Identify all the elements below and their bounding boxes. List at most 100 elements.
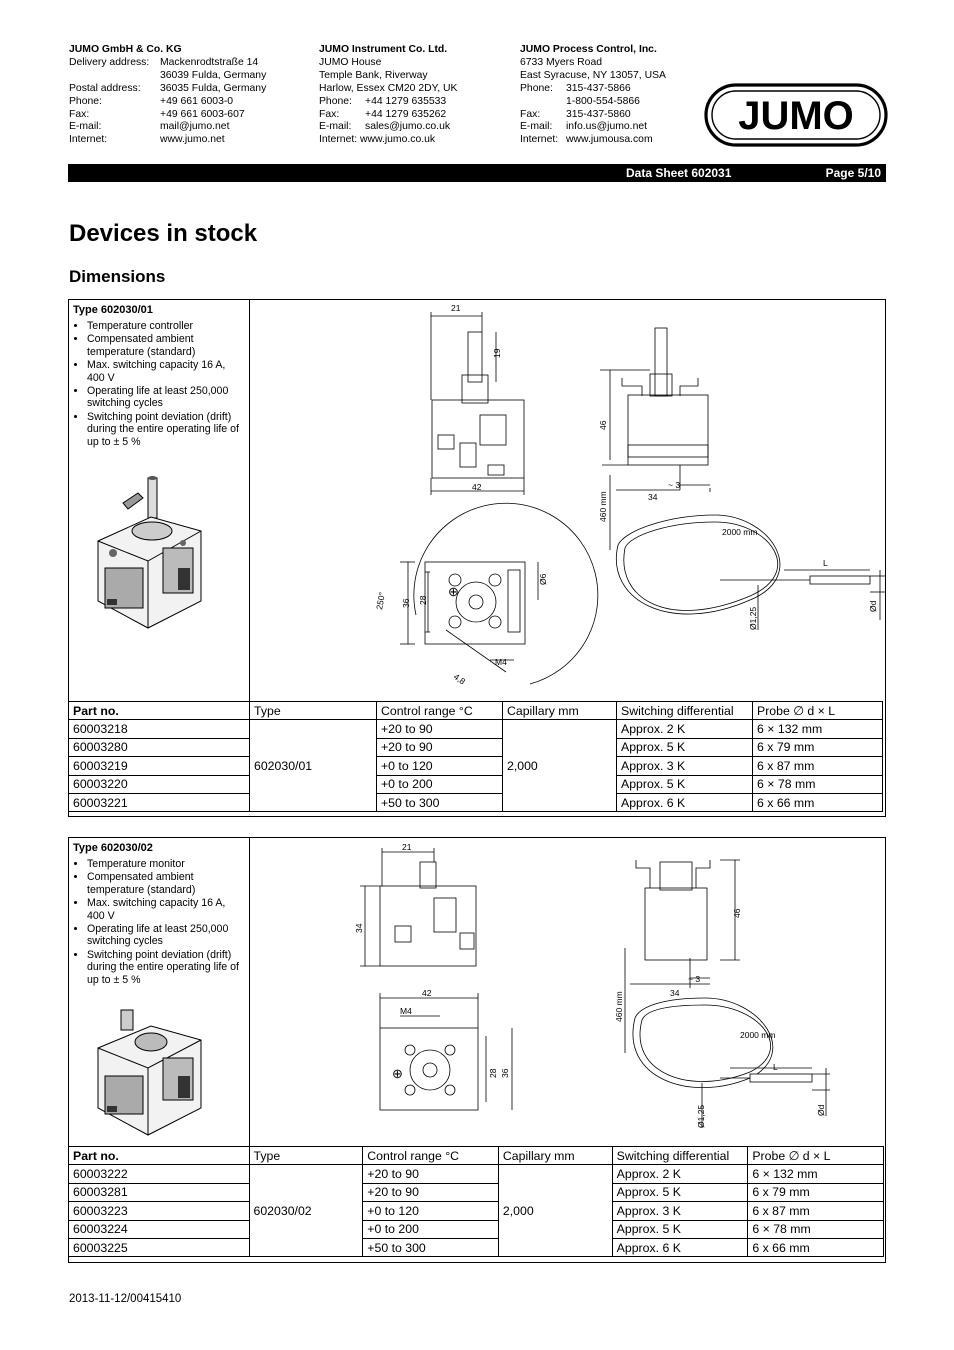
column-header: Part no. <box>68 700 250 721</box>
address-jumo-germany: JUMO GmbH & Co. KG Delivery address: Mack… <box>69 44 266 147</box>
addr-value: +44 1279 635533 <box>365 95 447 107</box>
switching-diff: Approx. 5 K <box>611 1182 749 1203</box>
housing-top <box>424 561 526 645</box>
addr-value: Mackenrodtstraße 14 <box>160 56 259 68</box>
parts-table: Part no. Type Control range °C Capillary… <box>68 700 883 813</box>
dim-28: 28 <box>488 1068 498 1078</box>
probe: 6 x 66 mm <box>752 792 883 813</box>
column-header: Switching differential <box>616 700 753 721</box>
dim-28: 28 <box>418 595 428 605</box>
switching-diff: Approx. 5 K <box>616 737 753 758</box>
dim-L: L <box>773 1062 778 1072</box>
dim-46: 46 <box>732 908 742 918</box>
dim-3: ~ 3 <box>688 974 700 984</box>
part-number: 60003218 <box>68 719 250 739</box>
housing-side <box>627 394 709 458</box>
shaft <box>467 331 483 383</box>
column-header: Switching differential <box>611 1145 749 1166</box>
probe: 6 x 87 mm <box>752 756 883 776</box>
control-range: +0 to 120 <box>376 756 503 776</box>
addr-value: 315-437-5860 <box>566 108 631 120</box>
company-name: JUMO Instrument Co. Ltd. <box>319 44 448 55</box>
switching-diff: Approx. 2 K <box>616 719 753 739</box>
logo-text: JUMO <box>738 94 854 138</box>
document-footer: 2013-11-12/00415410 <box>69 1293 182 1305</box>
control-range: +20 to 90 <box>376 737 503 758</box>
table-row: 60003223 +0 to 120 Approx. 3 K 6 x 87 mm <box>68 1201 884 1221</box>
control-range: +0 to 120 <box>362 1201 499 1221</box>
part-number: 60003220 <box>68 774 250 794</box>
dim-42: 42 <box>422 988 432 998</box>
table-row: 60003225 +50 to 300 Approx. 6 K 6 x 66 m… <box>68 1237 884 1258</box>
housing-front <box>379 885 477 967</box>
addr-value: +49 661 6003-607 <box>160 108 245 120</box>
column-header: Capillary mm <box>502 700 617 721</box>
feature-item: Max. switching capacity 16 A, 400 V <box>87 897 249 922</box>
addr-value: 315-437-5866 <box>566 82 631 94</box>
capillary-coil <box>632 997 773 1089</box>
addr-line: 6733 Myers Road <box>520 56 603 68</box>
table-row: 60003218 602030/01 +20 to 90 2,000 Appro… <box>68 719 883 813</box>
part-number: 60003281 <box>68 1182 250 1203</box>
probe: 6 x 79 mm <box>747 1182 884 1203</box>
addr-value: 36039 Fulda, Germany <box>160 69 267 81</box>
type-cell: 602030/02 <box>248 1164 364 1258</box>
jumo-logo: JUMO <box>704 83 888 147</box>
dim-m4: M4 <box>495 657 507 667</box>
address-jumo-uk: JUMO Instrument Co. Ltd. JUMO House Temp… <box>319 44 457 147</box>
control-range: +50 to 300 <box>362 1237 499 1258</box>
address-jumo-usa: JUMO Process Control, Inc. 6733 Myers Ro… <box>520 44 666 147</box>
addr-label: Phone: <box>520 82 553 94</box>
dim-36: 36 <box>500 1068 510 1078</box>
addr-label: E-mail: <box>520 121 553 133</box>
control-range: +20 to 90 <box>376 719 503 739</box>
switching-diff: Approx. 3 K <box>616 756 753 776</box>
control-range: +50 to 300 <box>376 792 503 813</box>
part-number: 60003280 <box>68 737 250 758</box>
table-row: 60003281 +20 to 90 Approx. 5 K 6 x 79 mm <box>68 1182 884 1203</box>
addr-line: JUMO House <box>319 56 382 68</box>
addr-value: +49 661 6003-0 <box>160 95 234 107</box>
feature-item: Compensated ambient temperature (standar… <box>87 871 249 896</box>
dim-21: 21 <box>402 842 412 852</box>
dimension-drawing: 21 34 ⊕ 42 M4 28 36 <box>354 842 830 1128</box>
dim-34: 34 <box>648 492 658 502</box>
header-bar: Data Sheet 602031 Page 5/10 <box>68 164 886 182</box>
dim-34b: 34 <box>670 988 680 998</box>
housing-side <box>644 887 708 961</box>
section-title: Dimensions <box>69 267 166 286</box>
table-row: 60003220 +0 to 200 Approx. 5 K 6 × 78 mm <box>68 774 883 794</box>
housing-top <box>379 1027 479 1111</box>
dim-250: 250° <box>374 591 387 610</box>
table-row: 60003222 602030/02 +20 to 90 2,000 Appro… <box>68 1164 884 1258</box>
addr-value: 36035 Fulda, Germany <box>160 82 267 94</box>
dim-m4: M4 <box>400 1006 412 1016</box>
feature-list: Temperature controller Compensated ambie… <box>73 320 249 448</box>
dim-od: Ød <box>868 600 878 612</box>
dim-21: 21 <box>451 303 461 313</box>
crosshair-icon: ⊕ <box>392 1066 403 1081</box>
dim-2000: 2000 mm <box>740 1030 775 1040</box>
feature-item: Max. switching capacity 16 A, 400 V <box>87 359 249 384</box>
capillary-cell: 2,000 <box>502 719 617 813</box>
column-header: Probe ∅ d × L <box>752 700 883 721</box>
type-title: Type 602030/02 <box>73 842 153 854</box>
dim-42: 42 <box>472 482 482 492</box>
table-header-row: Part no. Type Control range °C Capillary… <box>68 1145 884 1166</box>
company-name: JUMO GmbH & Co. KG <box>69 44 182 55</box>
table-row: 60003219 +0 to 120 Approx. 3 K 6 x 87 mm <box>68 756 883 776</box>
dimension-drawing: 21 19 42 46 ~ 3 3 <box>374 303 885 687</box>
control-range: +20 to 90 <box>362 1164 499 1184</box>
capillary-cell: 2,000 <box>497 1164 613 1258</box>
switching-diff: Approx. 3 K <box>611 1201 749 1221</box>
probe: 6 × 78 mm <box>752 774 883 794</box>
dim-460: 460 mm <box>598 491 608 522</box>
probe: 6 × 132 mm <box>752 719 883 739</box>
part-number: 60003222 <box>68 1164 250 1184</box>
feature-item: Switching point deviation (drift) during… <box>87 411 249 448</box>
addr-label: Postal address: <box>69 82 141 94</box>
datasheet-number: Data Sheet 602031 <box>626 166 732 180</box>
addr-label: Delivery address: <box>69 56 150 68</box>
addr-value: info.us@jumo.net <box>566 121 648 133</box>
addr-label <box>520 96 566 109</box>
